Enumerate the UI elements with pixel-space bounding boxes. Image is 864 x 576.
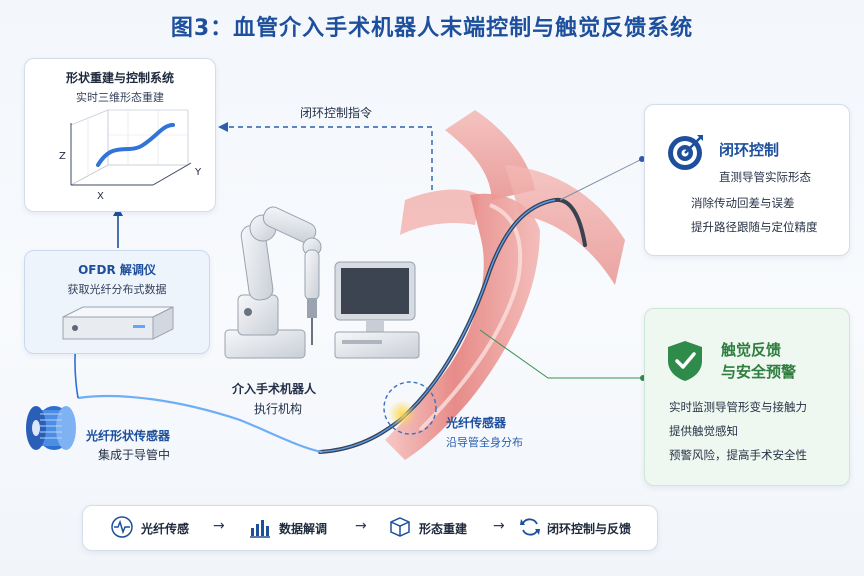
robot-label-line1: 介入手术机器人	[232, 382, 317, 396]
ofdr-card-title: OFDR 解调仪	[78, 263, 156, 277]
fiber-shape-sensor-title: 光纤形状传感器	[86, 429, 171, 443]
catheter	[318, 197, 587, 454]
robot-arm	[224, 206, 322, 359]
shape-card-subtitle: 实时三维形态重建	[76, 91, 164, 104]
haptic-panel-title-2: 与安全预警	[721, 363, 797, 381]
closed-loop-command-label: 闭环控制指令	[300, 106, 373, 120]
fiber-shape-sensor-subtitle: 集成于导管中	[98, 448, 171, 462]
blood-vessel	[385, 110, 625, 461]
flow-arrow-2: →	[355, 518, 367, 534]
flow-step-1: 光纤传感	[141, 522, 190, 536]
closed-loop-arrowhead	[218, 122, 228, 132]
flow-step-3: 形态重建	[419, 522, 468, 536]
haptic-panel-line-3: 预警风险，提高手术安全性	[669, 448, 807, 462]
haptic-connector	[479, 329, 641, 379]
3d-plot-icon	[70, 109, 192, 186]
catheter-fiber-line	[319, 199, 556, 453]
flow-step-4: 闭环控制与反馈	[547, 522, 632, 536]
shield-check-icon	[668, 341, 702, 381]
control-panel-line-3: 提升路径跟随与定位精度	[691, 220, 818, 234]
control-panel-line-1: 直测导管实际形态	[719, 170, 811, 184]
haptic-feedback-panel: 触觉反馈 与安全预警 实时监测导管形变与接触力 提供触觉感知 预警风险，提高手术…	[644, 308, 850, 486]
cycle-arrows-icon	[520, 518, 540, 536]
control-panel-title: 闭环控制	[719, 141, 780, 159]
shape-reconstruction-card: 形状重建与控制系统 实时三维形态重建 Z Y X	[24, 58, 216, 212]
fiber-cable	[77, 394, 323, 454]
fiber-sensor-subtitle: 沿导管全身分布	[446, 436, 523, 449]
target-icon	[668, 135, 703, 170]
shape-card-title: 形状重建与控制系统	[65, 71, 174, 85]
axis-y-label: Y	[195, 167, 202, 178]
vessel-wall-highlight	[418, 203, 523, 432]
axis-z-label: Z	[59, 151, 66, 162]
control-panel-line-2: 消除传动回差与误差	[691, 196, 795, 210]
monitor	[334, 261, 420, 359]
haptic-panel-line-1: 实时监测导管形变与接触力	[669, 400, 807, 414]
vessel-branch-right	[505, 165, 625, 285]
ofdr-device-icon	[62, 306, 174, 340]
sensor-glow	[388, 400, 416, 428]
cube-icon	[390, 517, 410, 537]
haptic-panel-line-2: 提供触觉感知	[669, 424, 738, 438]
robot-label-line2: 执行机构	[254, 402, 303, 416]
ofdr-card-subtitle: 获取光纤分布式数据	[67, 283, 167, 296]
fiber-sensor-title: 光纤传感器	[446, 416, 507, 430]
vessel-branch-left	[400, 189, 480, 235]
fiber-spool	[26, 406, 76, 450]
axis-x-label: X	[97, 191, 104, 202]
sensor-highlight-circle	[383, 381, 437, 435]
flow-arrow-3: →	[493, 518, 505, 534]
vessel-trunk	[385, 193, 540, 461]
bar-chart-icon	[250, 520, 270, 538]
page-title: 图3：血管介入手术机器人末端控制与触觉反馈系统	[170, 16, 694, 41]
closed-loop-arrow	[226, 126, 433, 190]
waveform-icon	[111, 516, 133, 538]
flow-arrow-1: →	[213, 518, 225, 534]
haptic-panel-title-1: 触觉反馈	[721, 341, 782, 359]
ofdr-card: OFDR 解调仪 获取光纤分布式数据	[24, 250, 210, 354]
closed-loop-control-panel: 闭环控制 直测导管实际形态 消除传动回差与误差 提升路径跟随与定位精度	[644, 104, 850, 256]
flow-step-2: 数据解调	[279, 522, 328, 536]
control-connector	[559, 159, 641, 201]
process-flow-bar: 光纤传感 → 数据解调 → 形态重建 → 闭环控制与反馈	[82, 505, 658, 551]
